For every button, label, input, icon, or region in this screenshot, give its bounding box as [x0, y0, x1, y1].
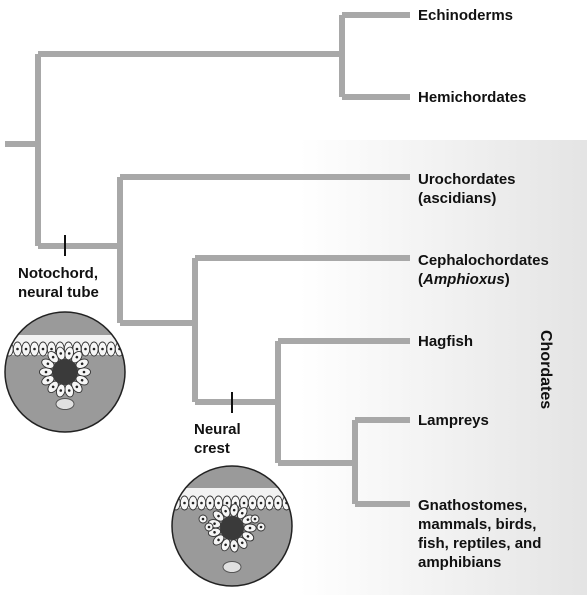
urochordates-name: Urochordates — [418, 171, 516, 188]
gnathostomes-line-1: Gnathostomes, — [418, 497, 528, 514]
taxon-echinoderms: Echinoderms — [418, 7, 514, 24]
cephalochordates-name: Cephalochordates — [418, 252, 549, 269]
chordates-shading — [300, 140, 587, 595]
taxon-hagfish: Hagfish — [418, 333, 474, 350]
taxon-lampreys: Lampreys — [418, 412, 489, 429]
gnathostomes-line-2: mammals, birds, — [418, 516, 537, 533]
neural-crest-label: Neural crest — [194, 421, 241, 457]
taxon-hemichordates: Hemichordates — [418, 89, 527, 106]
taxon-gnathostomes: Gnathostomes, mammals, birds, fish, rept… — [418, 496, 541, 572]
taxon-urochordates: Urochordates (ascidians) — [418, 170, 516, 208]
tree-branches — [5, 12, 410, 507]
notochord-label: Notochord, neural tube — [18, 265, 99, 301]
urochordates-common-name: (ascidians) — [418, 190, 497, 207]
cephalochordates-genus: (Amphioxus) — [418, 271, 510, 288]
gnathostomes-line-3: fish, reptiles, and — [418, 535, 542, 552]
chordates-group-label: Chordates — [537, 330, 554, 410]
taxon-cephalochordates: Cephalochordates (Amphioxus) — [418, 251, 549, 289]
neural-tube-cross-section-icon — [4, 311, 126, 433]
neural-crest-cross-section-icon — [171, 465, 293, 587]
gnathostomes-line-4: amphibians — [418, 554, 502, 571]
